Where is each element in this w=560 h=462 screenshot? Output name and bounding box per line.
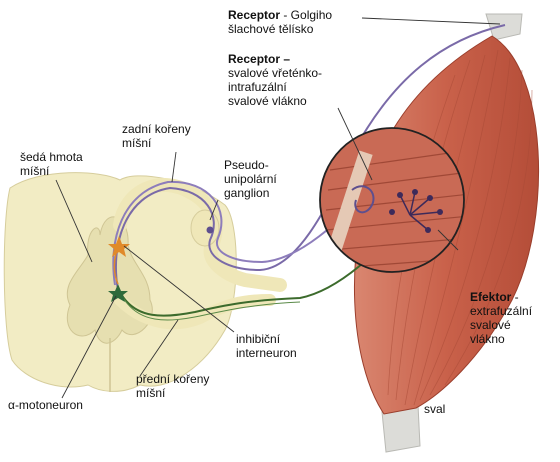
ganglion-cell-body [207, 227, 214, 234]
label-effector: Efektor - extrafuzální svalové vlákno [470, 290, 532, 346]
label-gray-matter: šedá hmota míšní [20, 150, 83, 178]
label-inhibitory-interneuron: inhibiční interneuron [236, 332, 297, 360]
label-receptor-spindle: Receptor – svalové vřeténko- intrafuzáln… [228, 52, 322, 108]
pseudounipolar-ganglion [191, 210, 219, 246]
label-alpha-motoneuron: α-motoneuron [8, 398, 83, 412]
label-dorsal-roots: zadní kořeny míšní [122, 122, 191, 150]
label-receptor-golgi: Receptor - Golgiho šlachové tělísko [228, 8, 332, 36]
label-muscle: sval [424, 402, 445, 416]
label-ganglion: Pseudo- unipolární ganglion [224, 158, 277, 200]
label-ventral-roots: přední kořeny míšní [136, 372, 209, 400]
